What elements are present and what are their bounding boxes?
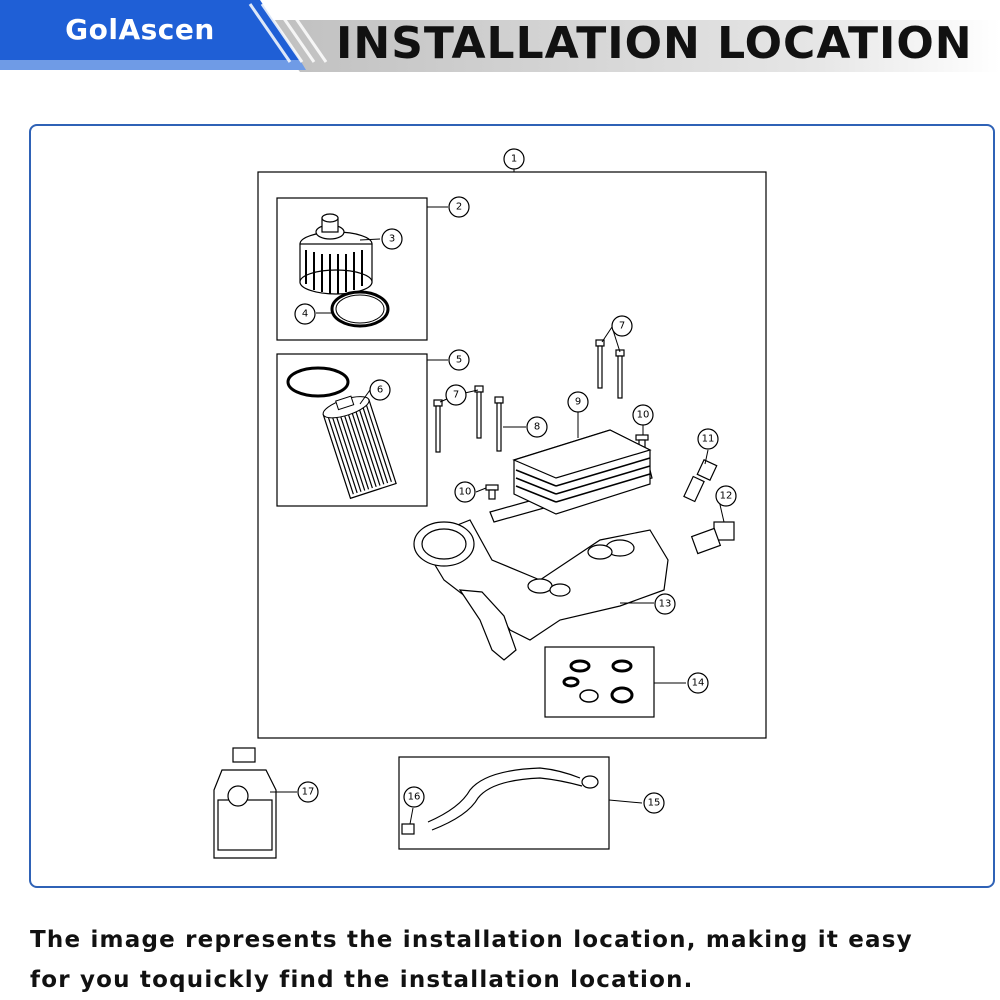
assembly-box — [257, 171, 767, 739]
filter-cap-part — [299, 213, 373, 295]
seal-parts — [562, 659, 634, 704]
oil-bottle-part — [213, 747, 277, 859]
caption-line-2: for you toquickly find the installation … — [30, 967, 694, 993]
callout-3: 3 — [389, 234, 395, 245]
callout-8: 8 — [534, 422, 540, 433]
callout-12: 12 — [720, 491, 733, 502]
callout-2: 2 — [456, 202, 462, 213]
seal-kit-box — [544, 646, 655, 718]
oil-cooler-part — [489, 429, 653, 523]
callout-10a: 10 — [459, 487, 472, 498]
diagram-frame — [29, 124, 995, 888]
brand-name: GolAscen — [65, 13, 215, 46]
callout-7a: 7 — [619, 321, 625, 332]
callout-15: 15 — [648, 798, 661, 809]
header-banner: GolAscen INSTALLATION LOCATION — [0, 0, 1000, 80]
filter-kit-box — [276, 353, 428, 507]
description-caption: The image represents the installation lo… — [30, 920, 980, 1000]
screw-parts — [485, 434, 649, 500]
callout-17: 17 — [302, 787, 315, 798]
caption-line-1: The image represents the installation lo… — [30, 927, 913, 953]
callout-9: 9 — [575, 397, 581, 408]
filter-ring-part — [286, 366, 350, 398]
filter-housing-part — [413, 519, 669, 661]
callout-16: 16 — [408, 792, 421, 803]
page-title: INSTALLATION LOCATION — [336, 18, 973, 69]
bolt-parts — [433, 339, 625, 453]
callout-5: 5 — [456, 355, 462, 366]
callout-6: 6 — [377, 385, 383, 396]
callout-13: 13 — [659, 599, 672, 610]
sensor-parts — [683, 458, 735, 555]
filter-element-part — [322, 395, 397, 500]
hose-part — [401, 767, 599, 835]
callout-1: 1 — [511, 154, 517, 165]
callout-4: 4 — [302, 309, 308, 320]
callout-14: 14 — [692, 678, 705, 689]
hose-box — [398, 756, 610, 850]
o-ring-part — [330, 290, 390, 328]
callout-10b: 10 — [637, 410, 650, 421]
callout-11: 11 — [702, 434, 715, 445]
callout-7b: 7 — [453, 390, 459, 401]
cap-kit-box — [276, 197, 428, 341]
banner-graphic — [0, 0, 1000, 72]
